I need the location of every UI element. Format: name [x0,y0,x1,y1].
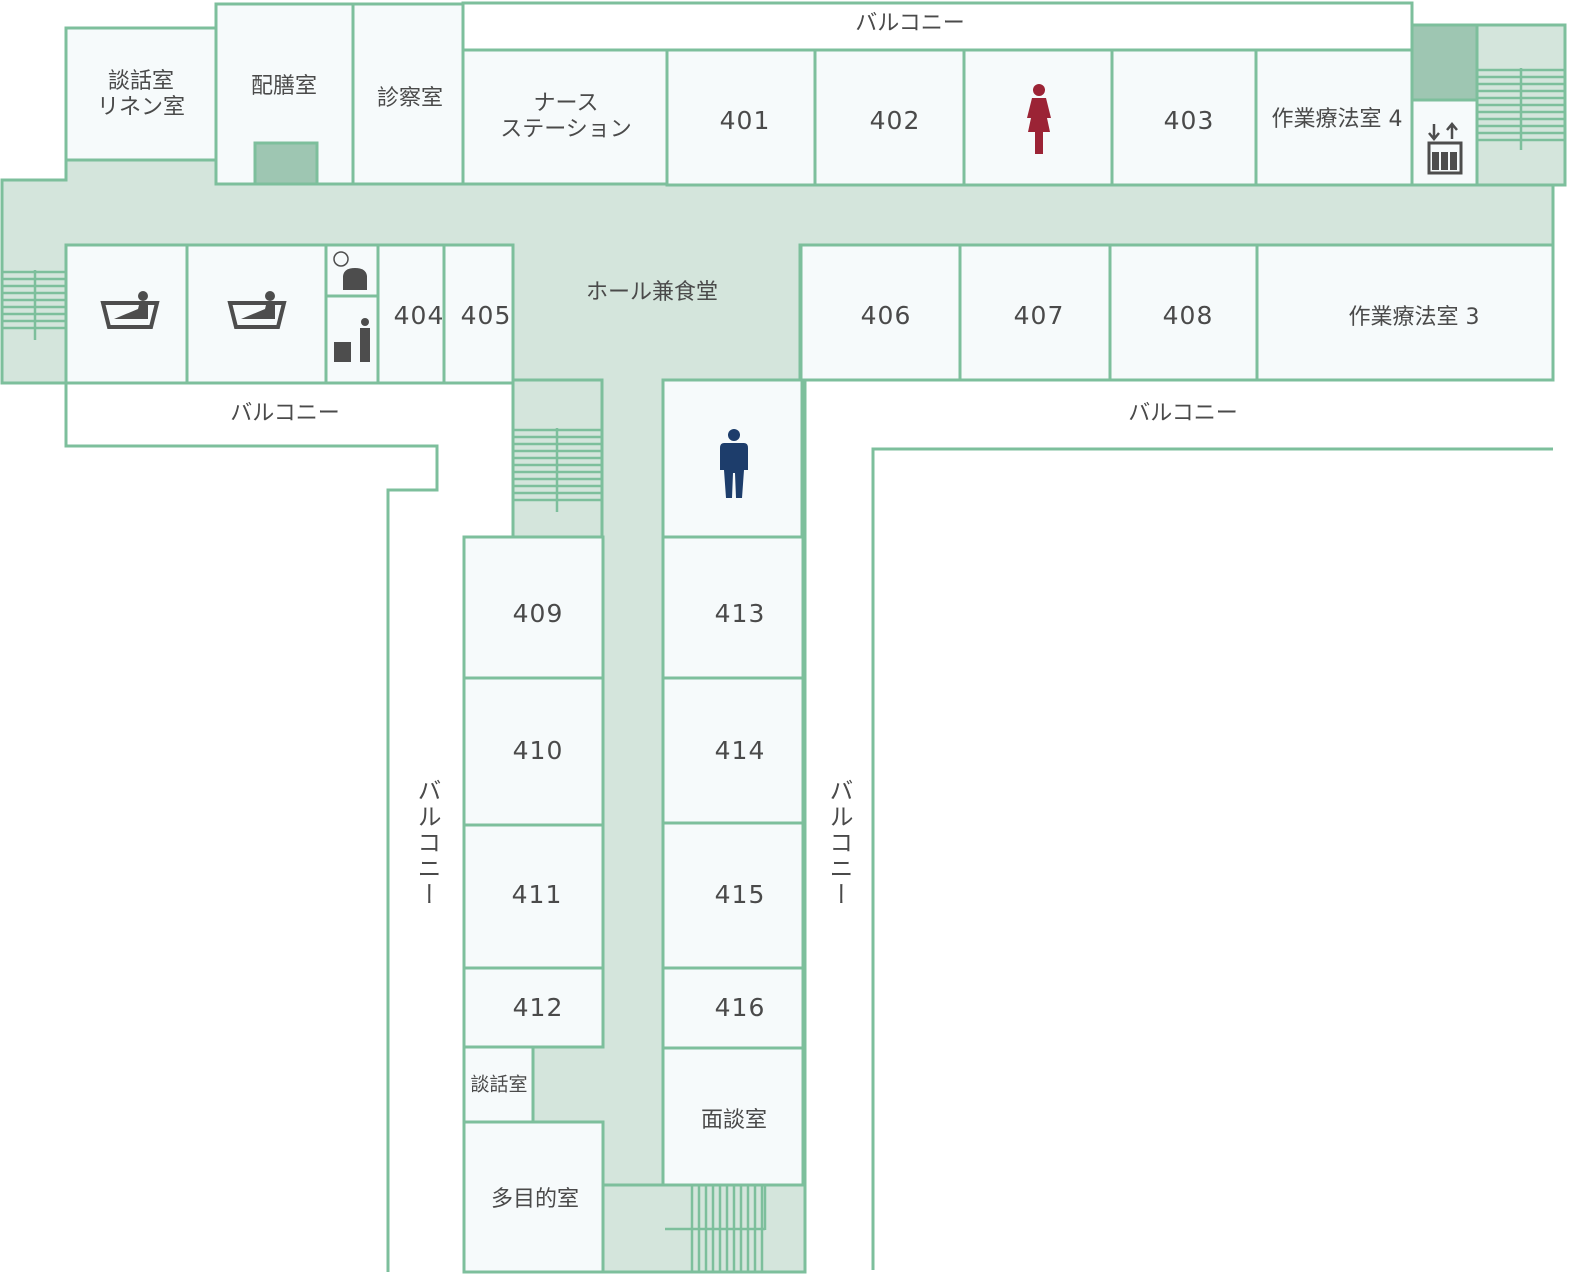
room-male-toilet[interactable] [661,378,804,539]
room-407[interactable] [958,243,1112,382]
room-415[interactable] [661,821,805,970]
bathtub-icon [100,291,160,329]
kettle-icon [333,251,367,290]
room-label: 416 [715,993,766,1022]
room-404[interactable] [376,243,446,385]
balcony-top-label: バルコニー [855,11,965,36]
room-409[interactable] [462,535,605,680]
room-interview[interactable] [661,1046,805,1187]
elevator-icon [1427,122,1463,175]
room-label: ステーション [500,117,632,142]
room-label: 408 [1163,301,1214,330]
stairs-icon [513,428,602,512]
elevator-shaft [1410,23,1479,102]
balcony-left-label: バルコニー [230,401,340,426]
pantry-shaft [253,141,319,186]
balcony-right-vertical-label: バルコニー [825,778,853,908]
room-411[interactable] [462,823,605,970]
room-408[interactable] [1108,243,1259,382]
room-label: 412 [513,993,564,1022]
female-toilet-icon [1027,84,1051,154]
room-405[interactable] [442,243,515,385]
room-410[interactable] [462,676,605,827]
room-label: 405 [461,301,512,330]
room-label: 414 [715,736,766,765]
room-label: 多目的室 [491,1187,579,1212]
stairs-icon [1478,68,1565,150]
room-label: 談話室 [108,69,174,94]
room-label: 談話室 [470,1074,527,1096]
male-toilet-icon [720,429,748,498]
room-401[interactable] [665,48,817,187]
room-label: ナース [534,91,599,116]
room-label: 407 [1014,301,1065,330]
balcony-left-vertical-label: バルコニー [413,778,441,908]
hall-label: ホール兼食堂 [586,280,718,305]
room-402[interactable] [813,48,966,187]
laundry-icon [334,318,370,362]
room-413[interactable] [661,535,805,680]
room-label: 402 [870,106,921,135]
room-nurse-station[interactable] [461,48,669,186]
balcony-right-outline [871,447,1553,1270]
room-label: 404 [394,301,445,330]
room-label: 作業療法室 3 [1349,305,1480,330]
room-ot3[interactable] [1255,243,1555,382]
room-label: 410 [513,736,564,765]
room-label: 411 [512,880,563,909]
balcony-right-label: バルコニー [1128,401,1238,426]
room-label: 403 [1164,106,1215,135]
stairs-south [601,1183,807,1274]
room-label: リネン室 [97,95,185,120]
room-label: 415 [715,880,766,909]
stairs-icon [665,1186,767,1271]
room-label: 401 [720,106,771,135]
room-laundry[interactable] [324,294,380,385]
room-label: 406 [861,301,912,330]
room-label: 診察室 [377,86,443,111]
room-label: 413 [715,599,766,628]
room-406[interactable] [799,243,962,382]
bathtub-icon [227,291,287,329]
room-label: 配膳室 [251,74,317,99]
room-label: 作業療法室 4 [1272,107,1403,132]
room-lounge-linen[interactable] [64,26,218,162]
balcony-left-outline [64,383,439,1272]
room-ot4[interactable] [1254,48,1414,187]
stairs-west [3,270,66,340]
room-414[interactable] [661,676,805,825]
room-label: 409 [513,599,564,628]
room-multipurpose[interactable] [462,1120,605,1274]
room-label: 面談室 [701,1108,767,1133]
